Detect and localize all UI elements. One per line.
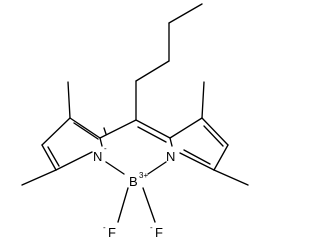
- molecule-diagram: N - N B 3+ - F - F: [21, 3, 249, 240]
- right-methyls: [201, 81, 249, 186]
- structure-drawing: N - N B 3+ - F - F: [21, 3, 249, 240]
- atom-n-left-charge: -: [104, 144, 107, 153]
- n-right-to-boron-bond: [147, 161, 167, 175]
- left-ring-inner-double-bond: [73, 122, 99, 140]
- right-ring-bond-c4-c5: [213, 144, 229, 171]
- left-ring-bond-c3-c4: [41, 117, 71, 146]
- right-bottom-methyl-bond: [213, 169, 249, 186]
- chain-bond-2: [135, 60, 170, 82]
- atom-f-left-charge: -: [103, 223, 106, 232]
- meso-to-right-double-bond: [137, 126, 167, 143]
- boron-to-f-left-bond: [117, 187, 129, 223]
- right-pyrrole-ring: [169, 117, 229, 171]
- meso-to-left-bond: [99, 119, 137, 139]
- atom-n-left: N: [93, 149, 102, 164]
- left-ring-bond-c2-c3: [69, 117, 101, 139]
- right-ring-bond-c3-c4: [201, 117, 229, 146]
- atom-f-right-charge: -: [150, 223, 153, 232]
- left-ring-bond-c5-n: [55, 151, 93, 171]
- atom-boron: B: [129, 174, 138, 189]
- left-ring-bond-c4-c5: [41, 144, 57, 171]
- right-top-methyl-bond: [201, 81, 205, 119]
- atom-n-right: N: [166, 149, 175, 164]
- boron-bonds: [105, 161, 167, 223]
- left-pyrrole-ring: [41, 117, 107, 171]
- left-methyls: [21, 81, 71, 186]
- left-top-methyl-bond: [67, 81, 71, 119]
- atom-f-left: F: [108, 225, 116, 240]
- n-left-to-boron-bond: [105, 161, 125, 175]
- meso-to-right-bond: [135, 119, 171, 139]
- right-ring-bond-c2-n: [169, 137, 173, 147]
- left-ring-double-bond-c4-c5: [47, 146, 60, 167]
- boron-to-f-right-bond: [142, 187, 156, 223]
- chain-bond-4: [168, 3, 203, 24]
- atom-f-right: F: [155, 225, 163, 240]
- left-ring-double-bond-c2-c3: [103, 127, 107, 135]
- right-ring-double-bond-c5-n: [183, 149, 211, 165]
- right-ring-bond-c2-c3: [169, 117, 203, 139]
- left-ring-bond-c2-n: [99, 137, 103, 147]
- right-ring-bond-c5-n: [179, 152, 215, 171]
- left-bottom-methyl-bond: [21, 169, 57, 186]
- pentyl-chain: [135, 3, 203, 121]
- atom-boron-charge: 3+: [139, 171, 148, 180]
- right-ring-double-bond-c3-c4: [203, 125, 224, 147]
- meso-bridge: [99, 119, 171, 143]
